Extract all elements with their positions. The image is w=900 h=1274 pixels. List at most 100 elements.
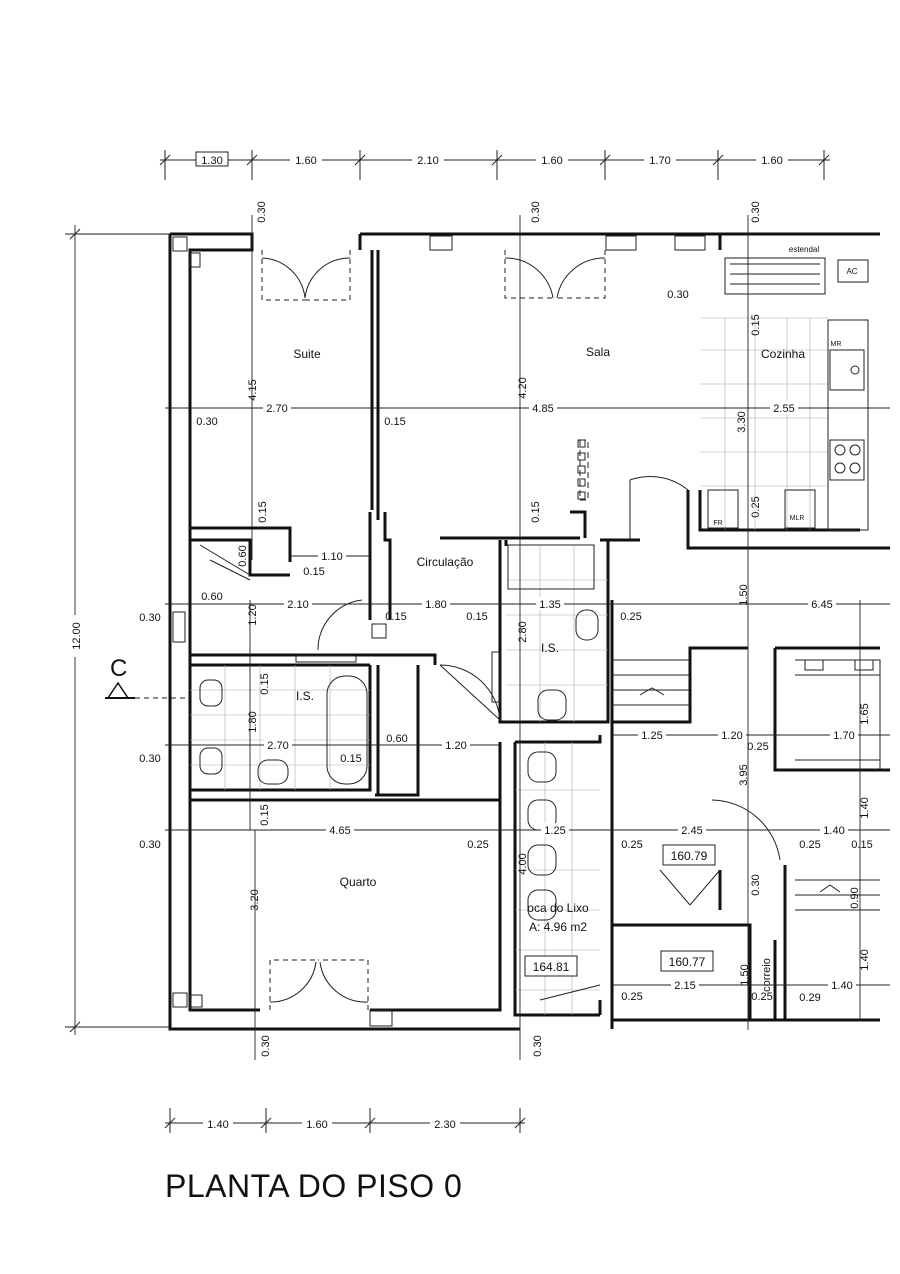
dim-140-b: 1.40 bbox=[831, 980, 852, 992]
dim-030-d: 0.30 bbox=[139, 839, 160, 851]
level-160-77: 160.77 bbox=[669, 955, 706, 969]
dim-120: 1.20 bbox=[445, 740, 466, 752]
room-cozinha: Cozinha bbox=[761, 347, 805, 361]
dim-180: 1.80 bbox=[425, 599, 446, 611]
dim-top-1: 1.30 bbox=[201, 155, 222, 167]
outer-walls bbox=[168, 232, 880, 1031]
dim-bottom-1: 1.40 bbox=[207, 1119, 228, 1131]
dim-030-c: 0.30 bbox=[139, 753, 160, 765]
dim-015-c: 0.15 bbox=[530, 501, 542, 522]
doors bbox=[199, 250, 781, 1010]
dim-135: 1.35 bbox=[539, 599, 560, 611]
dim-150-b: 1.50 bbox=[739, 964, 751, 985]
dim-025-a: 0.25 bbox=[620, 611, 641, 623]
dim-015-i: 0.15 bbox=[259, 804, 271, 825]
dim-015-a: 0.15 bbox=[384, 416, 405, 428]
dim-645: 6.45 bbox=[811, 599, 832, 611]
level-markers: 160.79 160.77 164.81 bbox=[524, 844, 716, 977]
dim-025-d: 0.25 bbox=[621, 839, 642, 851]
label-mlr: MLR bbox=[790, 515, 805, 522]
dim-030-top-c: 0.30 bbox=[750, 201, 762, 222]
dim-030-top-b: 0.30 bbox=[530, 201, 542, 222]
dim-210: 2.10 bbox=[287, 599, 308, 611]
top-dimension-chain: 1.30 1.60 2.10 1.60 1.70 1.60 bbox=[159, 150, 830, 180]
label-ac: AC bbox=[846, 267, 857, 276]
left-total-dimension: 12.00 bbox=[65, 225, 170, 1035]
dim-420: 4.20 bbox=[517, 377, 529, 398]
dim-025-k: 0.25 bbox=[750, 496, 762, 517]
section-marker-c: C bbox=[105, 655, 190, 699]
dim-030-bot-b: 0.30 bbox=[532, 1035, 544, 1056]
dim-015-j: 0.15 bbox=[851, 839, 872, 851]
dim-015-g: 0.15 bbox=[259, 673, 271, 694]
dim-140-a: 1.40 bbox=[823, 825, 844, 837]
dim-465: 4.65 bbox=[329, 825, 350, 837]
room-sala: Sala bbox=[586, 345, 610, 359]
dim-015-e: 0.15 bbox=[385, 611, 406, 623]
level-164-81: 164.81 bbox=[533, 960, 570, 974]
dim-320: 3.20 bbox=[249, 889, 261, 910]
dim-120-v: 1.20 bbox=[247, 604, 259, 625]
dim-255: 2.55 bbox=[773, 403, 794, 415]
dim-165: 1.65 bbox=[859, 703, 871, 724]
dim-025-c: 0.25 bbox=[467, 839, 488, 851]
dim-415: 4.15 bbox=[247, 379, 259, 400]
interior-walls bbox=[188, 250, 890, 1029]
dim-top-3: 2.10 bbox=[417, 155, 438, 167]
dim-030-a: 0.30 bbox=[196, 416, 217, 428]
dim-029: 0.29 bbox=[799, 992, 820, 1004]
room-labels: Suite Sala Cozinha Circulação I.S. I.S. … bbox=[293, 245, 857, 992]
label-fr: FR bbox=[713, 520, 722, 527]
dim-330: 3.30 bbox=[736, 411, 748, 432]
dim-top-6: 1.60 bbox=[761, 155, 782, 167]
dim-280: 2.80 bbox=[517, 621, 529, 642]
dim-030-e: 0.30 bbox=[750, 874, 762, 895]
dim-060-c: 0.60 bbox=[386, 733, 407, 745]
label-estendal: estendal bbox=[789, 245, 819, 254]
dim-060-b: 0.60 bbox=[201, 591, 222, 603]
dim-215: 2.15 bbox=[674, 980, 695, 992]
section-label: C bbox=[110, 655, 127, 682]
dim-180-v: 1.80 bbox=[247, 711, 259, 732]
dim-140-v: 1.40 bbox=[859, 797, 871, 818]
kitchen-tiles bbox=[700, 257, 869, 531]
label-mr: MR bbox=[831, 341, 842, 348]
dim-170: 1.70 bbox=[833, 730, 854, 742]
level-160-79: 160.79 bbox=[671, 849, 708, 863]
dim-025-g: 0.25 bbox=[621, 991, 642, 1003]
room-correio: correio bbox=[761, 958, 773, 992]
dim-015-b: 0.15 bbox=[257, 501, 269, 522]
room-lixo-area: A: 4.96 m2 bbox=[529, 920, 587, 934]
plan-title: PLANTA DO PISO 0 bbox=[165, 1168, 463, 1204]
room-is-1: I.S. bbox=[296, 689, 314, 703]
dim-015-d: 0.15 bbox=[303, 566, 324, 578]
dim-025-b: 0.25 bbox=[747, 741, 768, 753]
room-quarto: Quarto bbox=[340, 875, 377, 889]
dim-090: 0.90 bbox=[849, 887, 861, 908]
room-lixo: oca do Lixo bbox=[527, 901, 589, 915]
dim-030-k: 0.30 bbox=[667, 289, 688, 301]
misc-fixtures bbox=[172, 439, 874, 671]
dim-top-5: 1.70 bbox=[649, 155, 670, 167]
dim-bottom-3: 2.30 bbox=[434, 1119, 455, 1131]
dim-270-a: 2.70 bbox=[266, 403, 287, 415]
dim-110: 1.10 bbox=[321, 551, 342, 563]
dim-total-height: 12.00 bbox=[71, 622, 83, 650]
dim-150: 1.50 bbox=[738, 584, 750, 605]
dim-030-top-a: 0.30 bbox=[256, 201, 268, 222]
dim-400: 4.00 bbox=[517, 853, 529, 874]
dim-025-h: 0.25 bbox=[751, 991, 772, 1003]
dim-030-bot-a: 0.30 bbox=[260, 1035, 272, 1056]
room-circulacao: Circulação bbox=[417, 555, 474, 569]
dim-bottom-2: 1.60 bbox=[306, 1119, 327, 1131]
room-suite: Suite bbox=[293, 347, 321, 361]
dim-125-b: 1.25 bbox=[544, 825, 565, 837]
dim-015-h: 0.15 bbox=[340, 753, 361, 765]
dim-395: 3.95 bbox=[738, 764, 750, 785]
dimension-texts: 0.30 0.30 0.30 0.30 0.30 0.30 4.15 4.20 … bbox=[139, 201, 872, 1131]
dim-top-2: 1.60 bbox=[295, 155, 316, 167]
dim-015-k: 0.15 bbox=[750, 314, 762, 335]
dim-270-b: 2.70 bbox=[267, 740, 288, 752]
dim-top-4: 1.60 bbox=[541, 155, 562, 167]
dim-485: 4.85 bbox=[532, 403, 553, 415]
